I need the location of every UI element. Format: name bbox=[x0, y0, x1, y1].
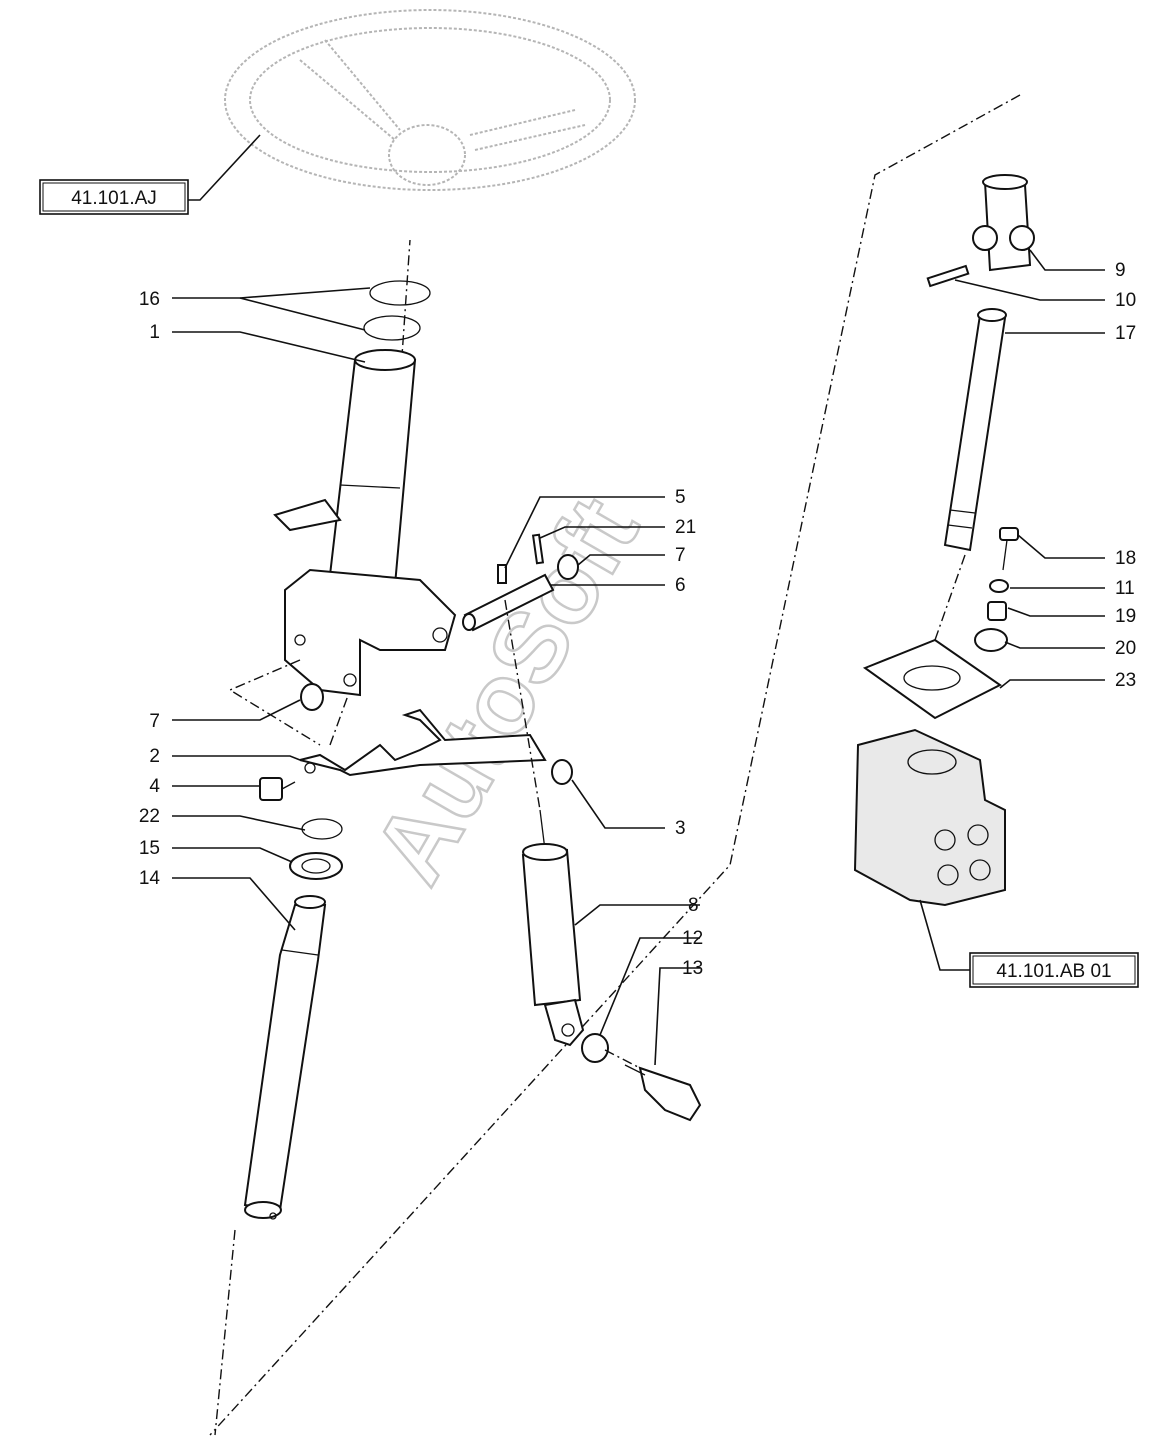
o-ring-16 bbox=[363, 280, 431, 341]
pin-10 bbox=[926, 264, 970, 288]
steering-unit bbox=[853, 728, 1006, 907]
bush-bolt bbox=[581, 1033, 702, 1122]
plate-23 bbox=[862, 638, 1002, 720]
ref-box-steering-unit[interactable]: 41.101.AB 01 bbox=[969, 952, 1139, 988]
callout-12: 12 bbox=[682, 928, 703, 949]
leader-lines bbox=[172, 134, 1105, 1066]
callout-11: 11 bbox=[1115, 578, 1135, 599]
washer-7-left bbox=[300, 683, 324, 711]
callout-19: 19 bbox=[1115, 606, 1136, 627]
callout-13: 13 bbox=[682, 958, 703, 979]
callout-17: 17 bbox=[1115, 323, 1136, 344]
axis-lines bbox=[504, 554, 966, 1069]
callout-5: 5 bbox=[675, 487, 686, 508]
gas-spring-8 bbox=[521, 809, 585, 1047]
callout-21: 21 bbox=[675, 517, 696, 538]
callout-3: 3 bbox=[675, 818, 686, 839]
lever-2 bbox=[299, 708, 547, 777]
callout-18: 18 bbox=[1115, 548, 1136, 569]
ref-box-steering-wheel[interactable]: 41.101.AJ bbox=[39, 179, 189, 215]
callout-15: 15 bbox=[139, 838, 160, 859]
steering-wheel-ghost bbox=[224, 9, 636, 191]
coupling-9 bbox=[972, 174, 1035, 272]
callout-10: 10 bbox=[1115, 290, 1136, 311]
callout-numbers: 16 1 5 21 7 6 7 2 4 22 15 14 3 8 12 13 9… bbox=[139, 260, 1136, 979]
ref-label-steering-unit: 41.101.AB 01 bbox=[996, 961, 1111, 982]
callout-1: 1 bbox=[149, 322, 160, 343]
callout-4: 4 bbox=[149, 776, 160, 797]
callout-9: 9 bbox=[1115, 260, 1126, 281]
callout-7-right: 7 bbox=[675, 545, 686, 566]
callout-16: 16 bbox=[139, 289, 160, 310]
pin-assembly bbox=[462, 533, 579, 632]
callout-14: 14 bbox=[139, 868, 161, 889]
fastener-stack bbox=[974, 527, 1019, 652]
callout-7-left: 7 bbox=[149, 711, 160, 732]
callout-8: 8 bbox=[688, 895, 699, 916]
callout-6: 6 bbox=[675, 575, 686, 596]
shaft-14 bbox=[243, 895, 327, 1220]
column-tube-1 bbox=[328, 349, 417, 587]
ref-label-steering-wheel: 41.101.AJ bbox=[71, 188, 157, 209]
callout-20: 20 bbox=[1115, 638, 1136, 659]
bolt-4 bbox=[259, 777, 296, 801]
callout-22: 22 bbox=[139, 806, 160, 827]
callout-2: 2 bbox=[149, 746, 160, 767]
shaft-17 bbox=[943, 308, 1007, 552]
column-bracket bbox=[273, 498, 457, 697]
callout-23: 23 bbox=[1115, 670, 1136, 691]
cap-3 bbox=[551, 759, 573, 785]
